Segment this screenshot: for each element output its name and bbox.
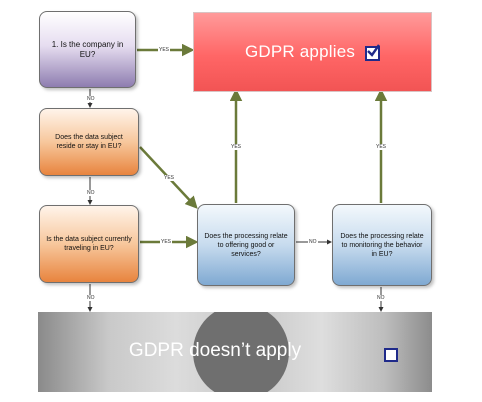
label-q3-no: NO <box>86 295 96 301</box>
label-q2-yes: YES <box>163 175 176 181</box>
node-offering-goods: Does the processing relate to offering g… <box>197 204 295 286</box>
node-offering-goods-text: Does the processing relate to offering g… <box>204 232 288 258</box>
label-q4-yes: YES <box>230 144 243 150</box>
label-q5-no: NO <box>376 295 386 301</box>
empty-checkbox-icon <box>384 348 398 362</box>
decorative-disc <box>193 312 289 392</box>
label-q2-no: NO <box>86 190 96 196</box>
label-q4-no: NO <box>308 239 318 245</box>
label-q3-yes: YES <box>160 239 173 245</box>
label-q5-yes: YES <box>375 144 388 150</box>
outcome-gdpr-applies-text: GDPR applies <box>244 42 356 61</box>
node-reside-in-eu-text: Does the data subject reside or stay in … <box>55 134 123 150</box>
outcome-gdpr-not-apply: GDPR doesn’t apply <box>38 312 432 392</box>
node-monitoring-behavior: Does the processing relate to monitoring… <box>332 204 432 286</box>
checked-checkbox-icon <box>365 43 381 61</box>
node-monitoring-behavior-text: Does the processing relate to monitoring… <box>340 232 424 258</box>
node-traveling-in-eu-text: Is the data subject currently traveling … <box>46 236 132 252</box>
label-q1-no: NO <box>86 96 96 102</box>
node-company-in-eu-text: 1. Is the company in EU? <box>51 39 124 59</box>
node-traveling-in-eu: Is the data subject currently traveling … <box>39 205 139 283</box>
node-company-in-eu: 1. Is the company in EU? <box>39 11 136 88</box>
outcome-gdpr-applies: GDPR applies <box>193 12 432 92</box>
node-reside-in-eu: Does the data subject reside or stay in … <box>39 108 139 176</box>
label-q1-yes: YES <box>158 47 171 53</box>
outcome-gdpr-not-apply-text: GDPR doesn’t apply <box>128 340 302 361</box>
